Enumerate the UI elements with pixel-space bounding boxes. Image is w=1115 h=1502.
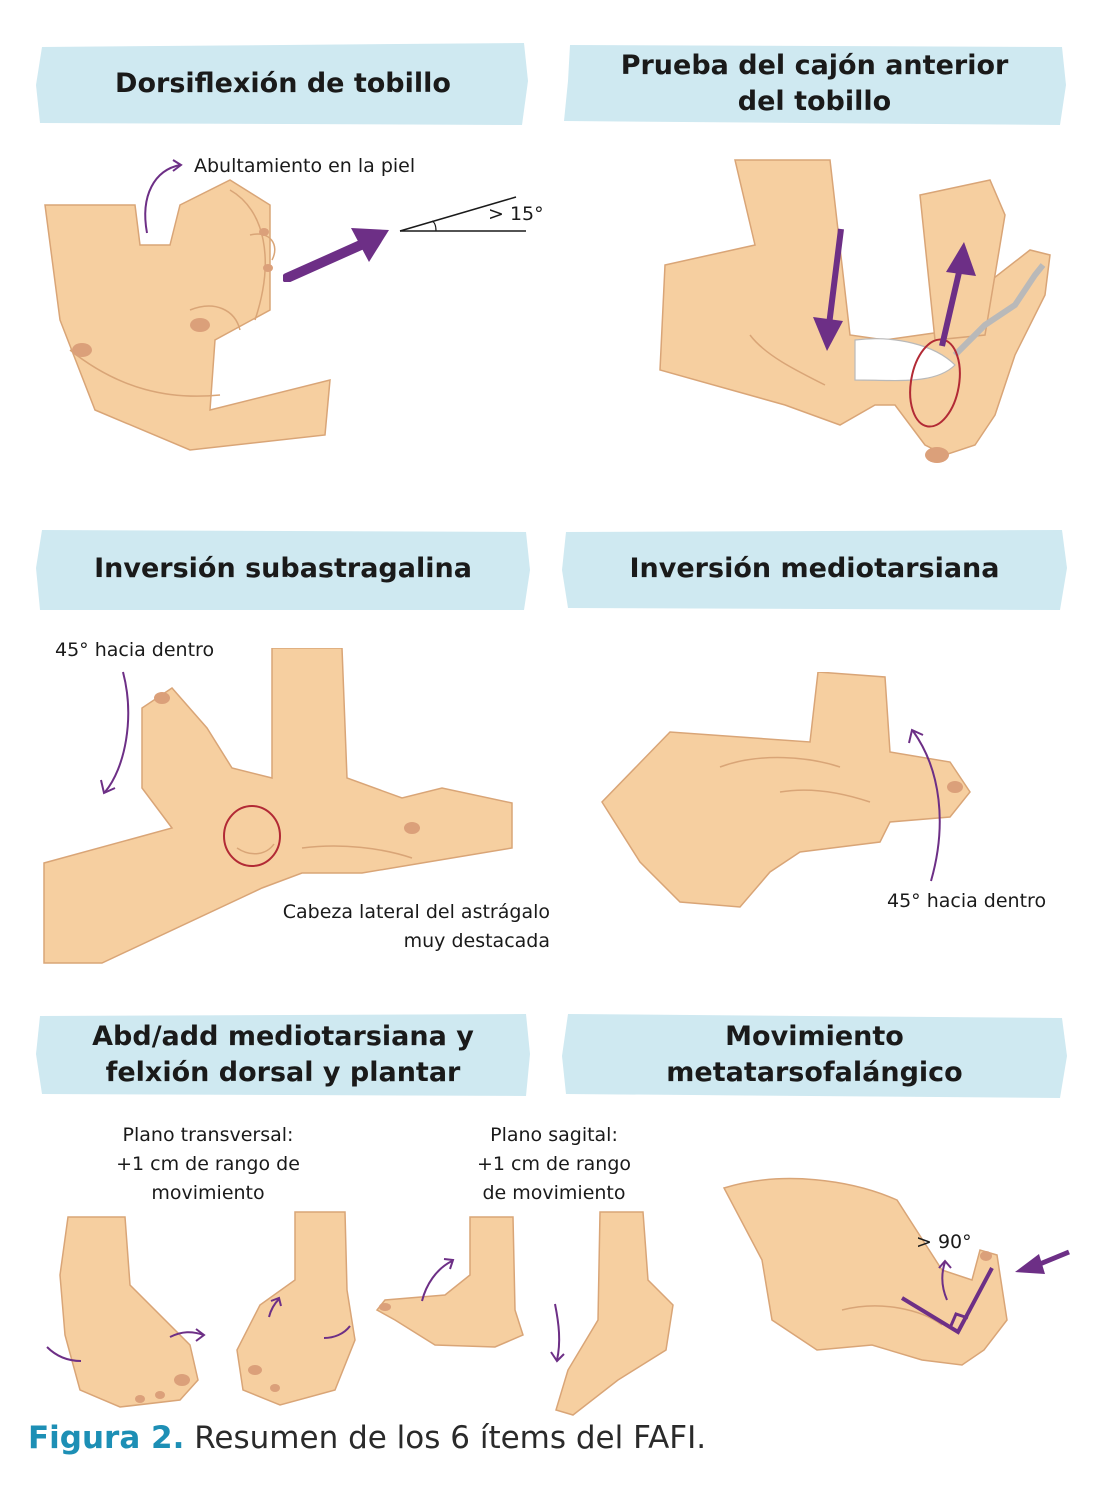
foot-icon <box>236 1211 356 1406</box>
foot-icon <box>601 672 971 908</box>
straight-arrow-icon <box>283 228 389 282</box>
skin-bulge-label: Abultamiento en la piel <box>194 155 416 177</box>
angle-icon <box>900 1267 994 1335</box>
foot-icon <box>375 1216 524 1348</box>
curved-arrow-icon <box>100 671 130 795</box>
straight-arrow-icon <box>939 242 976 347</box>
straight-arrow-icon <box>813 228 844 351</box>
foot-icon <box>555 1211 674 1416</box>
curved-arrow-icon <box>421 1258 455 1302</box>
angle-90-label: > 90° <box>916 1231 972 1253</box>
inward-45-label: 45° hacia dentro <box>887 890 1047 912</box>
panel-3-title: Inversión subastragalina <box>94 553 472 584</box>
hand-icon <box>44 179 331 451</box>
curved-arrow-icon <box>550 1303 565 1363</box>
panel-1-title: Dorsiflexión de tobillo <box>115 68 451 99</box>
figure-caption-text: Resumen de los 6 ítems del FAFI. <box>184 1420 707 1456</box>
foot-icon <box>59 1216 199 1408</box>
panel-3-banner: Inversión subastragalina <box>36 526 530 612</box>
foot-icon <box>43 648 513 964</box>
inward-45-label: 45° hacia dentro <box>55 639 215 661</box>
curved-arrow-icon <box>144 159 183 234</box>
angle-icon <box>399 196 526 232</box>
figure-caption: Figura 2. Resumen de los 6 ítems del FAF… <box>28 1420 706 1456</box>
curved-arrow-icon <box>323 1325 351 1339</box>
straight-arrow-icon <box>1015 1249 1070 1274</box>
foot-icon <box>659 159 1051 463</box>
panel-4-banner: Inversión mediotarsiana <box>562 526 1067 612</box>
curved-arrow-icon <box>268 1296 282 1318</box>
panel-1-banner: Dorsiflexión de tobillo <box>36 41 530 127</box>
figure-number: Figura 2. <box>28 1420 185 1456</box>
panel-4-title: Inversión mediotarsiana <box>629 553 1000 584</box>
curved-arrow-icon <box>938 1259 952 1301</box>
curved-arrow-icon <box>46 1346 82 1362</box>
curved-arrow-icon <box>169 1328 206 1342</box>
curved-arrow-icon <box>908 728 941 882</box>
angle-label: > 15° <box>488 203 544 225</box>
